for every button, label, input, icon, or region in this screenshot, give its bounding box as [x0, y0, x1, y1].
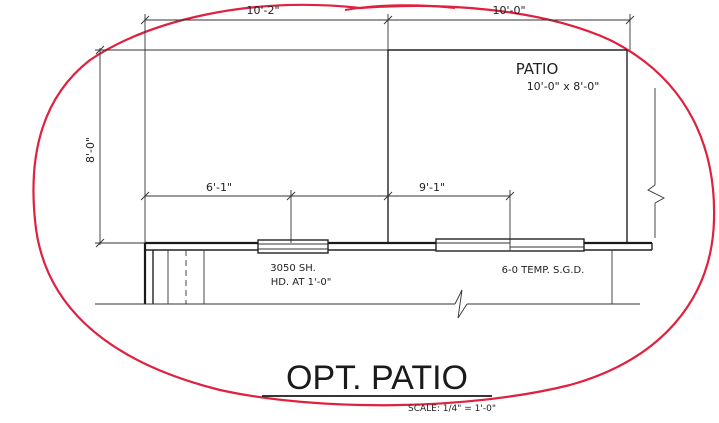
red-markup-circle — [32, 3, 716, 407]
window-symbol — [257, 239, 329, 254]
red-markup-stroke-tail — [344, 4, 456, 11]
dim-mid-right-label: 9'-1" — [419, 181, 445, 194]
dim-top-right-label: 10'-0" — [492, 4, 525, 17]
window-note-line2: HD. AT 1'-0" — [271, 277, 332, 288]
top-dimension — [140, 14, 635, 245]
sliding-door-symbol — [435, 238, 585, 252]
window-note-line1: 3050 SH. — [270, 263, 316, 274]
room-size: 10'-0" x 8'-0" — [527, 80, 600, 93]
patio-outline — [387, 49, 628, 243]
exterior-wall — [143, 241, 653, 304]
right-break-line — [647, 88, 665, 238]
side-dimension — [95, 45, 388, 248]
door-note: 6-0 TEMP. S.G.D. — [502, 265, 585, 276]
room-name: PATIO — [516, 60, 559, 78]
drawing-title: OPT. PATIO — [286, 359, 468, 397]
middle-dimension — [140, 190, 515, 243]
dim-side-label: 8'-0" — [84, 137, 97, 163]
dim-mid-left-label: 6'-1" — [206, 181, 232, 194]
interior-lines — [95, 250, 640, 319]
scale-note: SCALE: 1/4" = 1'-0" — [408, 404, 496, 414]
dim-top-left-label: 10'-2" — [246, 4, 279, 17]
